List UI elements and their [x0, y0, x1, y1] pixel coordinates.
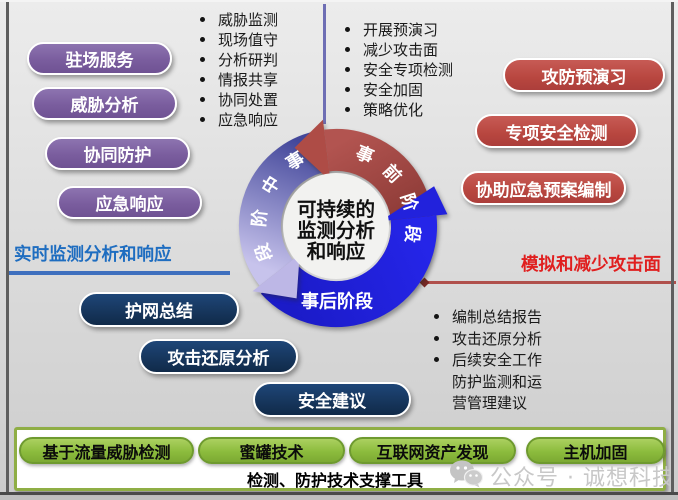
arc-after-label: 事后阶段	[301, 291, 374, 313]
after-activities-list: 编制总结报告 攻击还原分析 后续安全工作 防护监测和运 营管理建议	[434, 306, 542, 414]
arc-during	[238, 130, 329, 286]
list-item: 分析研判	[200, 49, 278, 69]
arrowhead-during	[252, 254, 300, 299]
list-item-label: 协同处置	[218, 90, 279, 109]
bullet-icon	[200, 96, 205, 102]
bullet-icon	[200, 76, 205, 82]
arc-before-char: 阶	[396, 191, 422, 215]
service-pill-onsite: 驻场服务	[27, 42, 172, 75]
list-item-continuation: 营管理建议	[434, 392, 542, 414]
tool-pill-host-hardening: 主机加固	[526, 437, 665, 464]
list-item-label: 分析研判	[218, 50, 279, 69]
cycle-center-text: 可持续的 监测分析 和响应	[297, 198, 376, 263]
center-line: 可持续的	[297, 198, 375, 221]
list-item: 现场值守	[200, 29, 278, 49]
service-pill-emergency-plan-assist: 协助应急预案编制	[461, 171, 626, 205]
bullet-icon	[200, 16, 205, 22]
right-section-underline	[424, 281, 676, 284]
bullet-icon	[345, 106, 350, 112]
result-pill-hw-summary: 护网总结	[79, 292, 239, 327]
arrowhead-after	[379, 186, 448, 222]
list-item-label: 编制总结报告	[452, 308, 543, 327]
bullet-icon	[200, 116, 205, 122]
bullet-icon	[434, 314, 439, 320]
vertical-divider	[323, 4, 326, 124]
list-item: 安全加固	[345, 79, 453, 99]
list-item-label: 后续安全工作	[452, 351, 543, 370]
wechat-icon	[450, 460, 483, 488]
list-item: 情报共享	[200, 69, 278, 89]
right-section-title: 模拟和减少攻击面	[521, 255, 661, 275]
bullet-icon	[200, 36, 205, 42]
arc-before-char: 段	[401, 224, 424, 244]
list-item-label: 应急响应	[218, 110, 279, 129]
slide-bottom-border	[0, 492, 678, 495]
list-item-label: 安全加固	[363, 80, 424, 99]
bullet-icon	[434, 357, 439, 363]
tool-pill-traffic-threat-detection: 基于流量威胁检测	[19, 437, 194, 464]
tool-pill-internet-asset-discovery: 互联网资产发现	[349, 437, 516, 464]
list-item-label: 防护监测和运	[452, 372, 543, 391]
before-activities-list: 开展预演习 减少攻击面 安全专项检测 安全加固 策略优化	[345, 19, 453, 119]
list-item-label: 情报共享	[218, 70, 279, 89]
arc-after	[260, 186, 448, 328]
list-item-label: 安全专项检测	[363, 60, 454, 79]
service-pill-attack-defense-drill: 攻防预演习	[503, 58, 665, 92]
list-item: 攻击还原分析	[434, 328, 542, 350]
service-pill-special-security-check: 专项安全检测	[475, 114, 638, 148]
list-item-label: 开展预演习	[363, 20, 439, 39]
bullet-icon	[434, 335, 439, 341]
bullet-icon	[345, 66, 350, 72]
list-item: 协同处置	[200, 89, 278, 109]
list-item-label: 策略优化	[363, 100, 424, 119]
bullet-icon	[345, 86, 350, 92]
slide-left-border	[6, 2, 9, 493]
result-pill-security-advice: 安全建议	[253, 382, 411, 417]
service-pill-emergency-response: 应急响应	[57, 186, 202, 219]
center-line: 监测分析	[297, 219, 376, 242]
watermark-text: 公众号 · 诚想科技	[490, 466, 675, 491]
list-item-label: 减少攻击面	[363, 40, 439, 59]
slide-right-border	[671, 2, 674, 493]
list-item: 减少攻击面	[345, 39, 453, 59]
tools-caption: 检测、防护技术支撑工具	[247, 471, 424, 490]
result-pill-attack-restore: 攻击还原分析	[139, 339, 298, 374]
list-item: 应急响应	[200, 109, 278, 129]
bullet-icon	[200, 56, 205, 62]
arrowhead-before	[294, 119, 331, 182]
left-section-title: 实时监测分析和响应	[14, 245, 172, 265]
bullet-icon	[345, 26, 350, 32]
tool-pill-honeypot: 蜜罐技术	[198, 437, 345, 464]
cycle-center-circle	[283, 173, 389, 279]
list-item: 安全专项检测	[345, 59, 453, 79]
arc-during-char: 阶	[249, 208, 272, 228]
slide-top-edge	[0, 0, 678, 2]
left-section-underline	[8, 271, 230, 275]
center-line: 和响应	[307, 240, 366, 263]
list-item: 编制总结报告	[434, 306, 542, 328]
list-item: 开展预演习	[345, 19, 453, 39]
bullet-icon	[345, 46, 350, 52]
list-item: 策略优化	[345, 99, 453, 119]
list-item-label: 威胁监测	[218, 10, 279, 29]
list-item: 威胁监测	[200, 9, 278, 29]
list-item: 后续安全工作	[434, 349, 542, 371]
list-item-label: 攻击还原分析	[452, 329, 543, 348]
list-item-continuation: 防护监测和运	[434, 371, 542, 393]
list-item-label: 现场值守	[218, 30, 279, 49]
service-pill-co-defense: 协同防护	[45, 137, 190, 170]
cycle-diagram: 事 中 阶 段 事 前 阶 段 事后阶段 可持续的 监测分析 和响应	[238, 119, 448, 328]
during-activities-list: 威胁监测 现场值守 分析研判 情报共享 协同处置 应急响应	[200, 9, 278, 129]
service-pill-threat-analysis: 威胁分析	[32, 87, 177, 120]
list-item-label: 营管理建议	[452, 394, 528, 413]
